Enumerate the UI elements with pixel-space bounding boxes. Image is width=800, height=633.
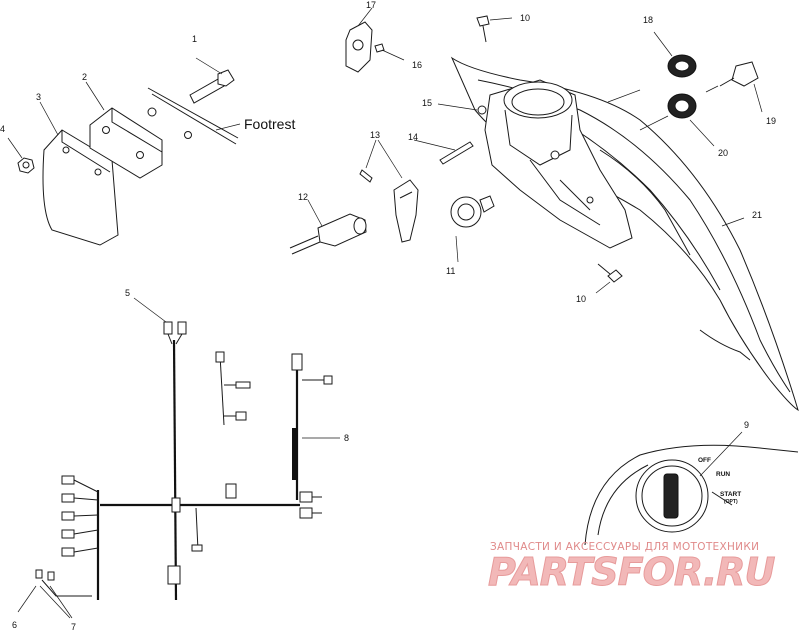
mud-flap	[42, 129, 119, 246]
callout-7: 7	[71, 622, 76, 632]
key-19	[731, 61, 759, 87]
toggle-lever	[393, 179, 419, 243]
callout-12: 12	[298, 192, 308, 202]
footrest-label: Footrest	[244, 116, 295, 132]
callout-6: 6	[12, 620, 17, 630]
callout-8: 8	[344, 433, 349, 443]
callout-17: 17	[366, 0, 376, 10]
callout-3: 3	[36, 92, 41, 102]
pin-13	[359, 169, 373, 183]
callout-11: 11	[446, 266, 455, 276]
wiring-harness	[17, 297, 340, 619]
switch-start-label: START	[720, 491, 741, 498]
callout-21: 21	[752, 210, 762, 220]
washer	[147, 107, 157, 117]
callout-5: 5	[125, 288, 130, 298]
ignition-switch-11	[450, 196, 482, 228]
switch-position-labels: OFF RUN START (OPT)	[698, 457, 741, 505]
callout-13: 13	[370, 130, 380, 140]
callout-10-top: 10	[520, 13, 530, 23]
screw-10-top	[476, 15, 490, 27]
callout-10-bottom: 10	[576, 294, 586, 304]
nut-4	[17, 157, 35, 174]
callout-numbers: 1 2 3 4 5 6 7 8 9 10 10 11 12 13 14 15 1…	[0, 0, 776, 632]
callout-2: 2	[82, 72, 87, 82]
callout-19: 19	[766, 116, 776, 126]
harness-main-trunk	[172, 339, 178, 601]
console-housing	[484, 79, 633, 249]
callout-15: 15	[422, 98, 432, 108]
callout-4: 4	[0, 124, 5, 134]
screw-10-bottom	[607, 269, 623, 283]
switch-start-sub-label: (OPT)	[724, 499, 738, 505]
watermark: ЗАПЧАСТИ И АКСЕССУАРЫ ДЛЯ МОТОТЕХНИКИ PA…	[488, 541, 778, 595]
connector-5a	[163, 321, 173, 335]
watermark-tagline: ЗАПЧАСТИ И АКСЕССУАРЫ ДЛЯ МОТОТЕХНИКИ	[490, 541, 759, 553]
callout-18: 18	[643, 15, 653, 25]
switch-off-label: OFF	[698, 457, 711, 464]
connector-5b	[177, 321, 187, 335]
bracket-17	[345, 21, 373, 73]
footrest-assembly	[7, 57, 241, 246]
callout-16: 16	[412, 60, 422, 70]
switch-run-label: RUN	[716, 471, 730, 478]
watermark-brand: PARTSFOR.RU	[488, 550, 776, 594]
switch-detail	[584, 431, 799, 546]
washer	[184, 131, 192, 139]
callout-14: 14	[408, 132, 418, 142]
callout-1: 1	[192, 34, 197, 44]
strap-14	[439, 141, 474, 165]
callout-20: 20	[718, 148, 728, 158]
callout-9: 9	[744, 420, 749, 430]
hood-assembly	[289, 7, 799, 412]
